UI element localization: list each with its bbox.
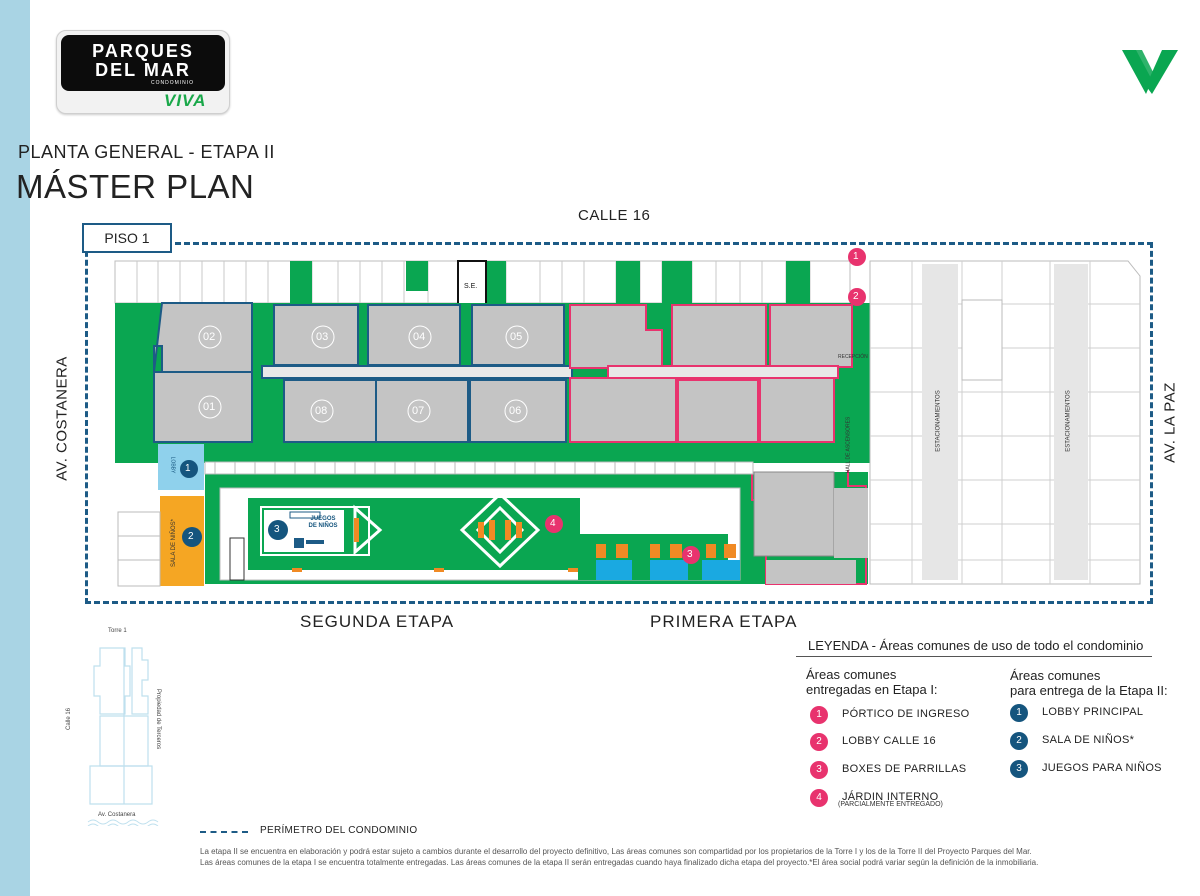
- tower-04-label: 04: [413, 331, 426, 343]
- mini-map-left: Calle 16: [66, 707, 73, 731]
- recepcion-label: RECEPCIÓN: [838, 354, 868, 360]
- legend-col1-head-line1: Áreas comunes: [806, 667, 897, 682]
- plan-subtitle: PLANTA GENERAL - ETAPA II: [18, 142, 275, 162]
- plan-badge-juegos: 3: [274, 524, 280, 535]
- disclaimer-line-2: Las áreas comunes de la etapa I se encue…: [200, 858, 1039, 867]
- perimeter-legend-swatch: [200, 831, 248, 833]
- v-brand-icon: [1122, 50, 1178, 94]
- street-left: AV. COSTANERA: [53, 356, 71, 481]
- condominium-perimeter: [85, 242, 1153, 604]
- tower-01-label: 01: [203, 401, 216, 413]
- location-mini-map: [87, 647, 159, 826]
- legend-badge: 3: [1010, 760, 1028, 778]
- plan-title: MÁSTER PLAN: [16, 168, 255, 205]
- mini-map-right: Propiedad de Terceros: [155, 688, 162, 750]
- plan-badge-lobby-principal: 1: [185, 463, 191, 474]
- plan-badge-jardin: 4: [550, 518, 556, 529]
- mini-map-top: Torre 1: [108, 628, 127, 634]
- legend-badge: 1: [810, 706, 828, 724]
- legend-badge: 2: [810, 733, 828, 751]
- sala-label: SALA DE NIÑOS*: [171, 518, 178, 568]
- legend-badge: 2: [1010, 732, 1028, 750]
- legend-label: SALA DE NIÑOS*: [1042, 734, 1135, 746]
- tower-07-label: 07: [412, 405, 425, 417]
- logo-viva: VIVA: [164, 91, 207, 110]
- logo-line-2: DEL MAR: [95, 60, 191, 80]
- tower-03-label: 03: [316, 331, 329, 343]
- tower-02-number: 02: [203, 331, 216, 343]
- stage-one-label: PRIMERA ETAPA: [650, 612, 798, 631]
- parking-label-left: ESTACIONAMIENTOS: [935, 390, 942, 452]
- legend-col1-head: Áreas comunes entregadas en Etapa I:: [806, 667, 938, 697]
- brand-logo: PARQUES DEL MAR CONDOMINIO VIVA: [56, 30, 230, 114]
- legend-label: BOXES DE PARRILLAS: [842, 763, 967, 775]
- legend-badge: 3: [810, 761, 828, 779]
- legend-col1-head-line2: entregadas en Etapa I:: [806, 682, 938, 697]
- legend-label: LOBBY PRINCIPAL: [1042, 706, 1144, 718]
- plan-badge-lobby-calle: 2: [853, 291, 859, 302]
- juegos-label: JUEGOS DE NIÑOS: [308, 516, 338, 529]
- legend-label: LOBBY CALLE 16: [842, 735, 936, 747]
- legend-col2-head-line2: para entrega de la Etapa II:: [1010, 683, 1168, 698]
- tower-05-label: 05: [510, 331, 523, 343]
- lobby-label: LOBBY: [169, 456, 176, 474]
- legend-label: JUEGOS PARA NIÑOS: [1042, 762, 1162, 774]
- mini-map-bottom: Av. Costanera: [98, 812, 136, 818]
- logo-line-3: CONDOMINIO: [151, 80, 195, 86]
- plan-badge-sala: 2: [188, 531, 194, 542]
- legend-label: JÁRDIN INTERNO: [842, 791, 939, 803]
- legend-note: (PARCIALMENTE ENTREGADO): [838, 801, 943, 808]
- parking-label-right: ESTACIONAMIENTOS: [1065, 390, 1072, 452]
- legend-label: PÓRTICO DE INGRESO: [842, 708, 970, 720]
- legend-badge: 4: [810, 789, 828, 807]
- legend-heading: LEYENDA - Áreas comunes de uso de todo e…: [808, 638, 1144, 653]
- legend-col2-head-line1: Áreas comunes: [1010, 668, 1101, 683]
- se-label: S.E.: [464, 283, 478, 290]
- plan-badge-parrillas: 3: [687, 549, 693, 560]
- floor-tag: PISO 1: [82, 223, 172, 253]
- street-top: CALLE 16: [578, 207, 651, 224]
- logo-dark-panel: PARQUES DEL MAR CONDOMINIO: [61, 35, 225, 91]
- plan-badge-portico: 1: [853, 251, 859, 262]
- tower-06-label: 06: [509, 405, 522, 417]
- disclaimer-line-1: La etapa II se encuentra en elaboración …: [200, 847, 1032, 856]
- legend-col2-head: Áreas comunes para entrega de la Etapa I…: [1010, 668, 1168, 698]
- disclaimer: La etapa II se encuentra en elaboración …: [200, 846, 1190, 868]
- perimeter-legend-label: PERÍMETRO DEL CONDOMINIO: [260, 825, 418, 836]
- street-right: AV. LA PAZ: [1161, 382, 1179, 463]
- left-color-band: [0, 0, 30, 896]
- tower-08-label: 08: [315, 405, 328, 417]
- logo-line-1: PARQUES: [92, 41, 194, 61]
- stage-two-label: SEGUNDA ETAPA: [300, 612, 455, 631]
- legend-divider: [796, 656, 1152, 657]
- legend-badge: 1: [1010, 704, 1028, 722]
- hall-label: HALL DE ASCENSORES: [845, 416, 852, 474]
